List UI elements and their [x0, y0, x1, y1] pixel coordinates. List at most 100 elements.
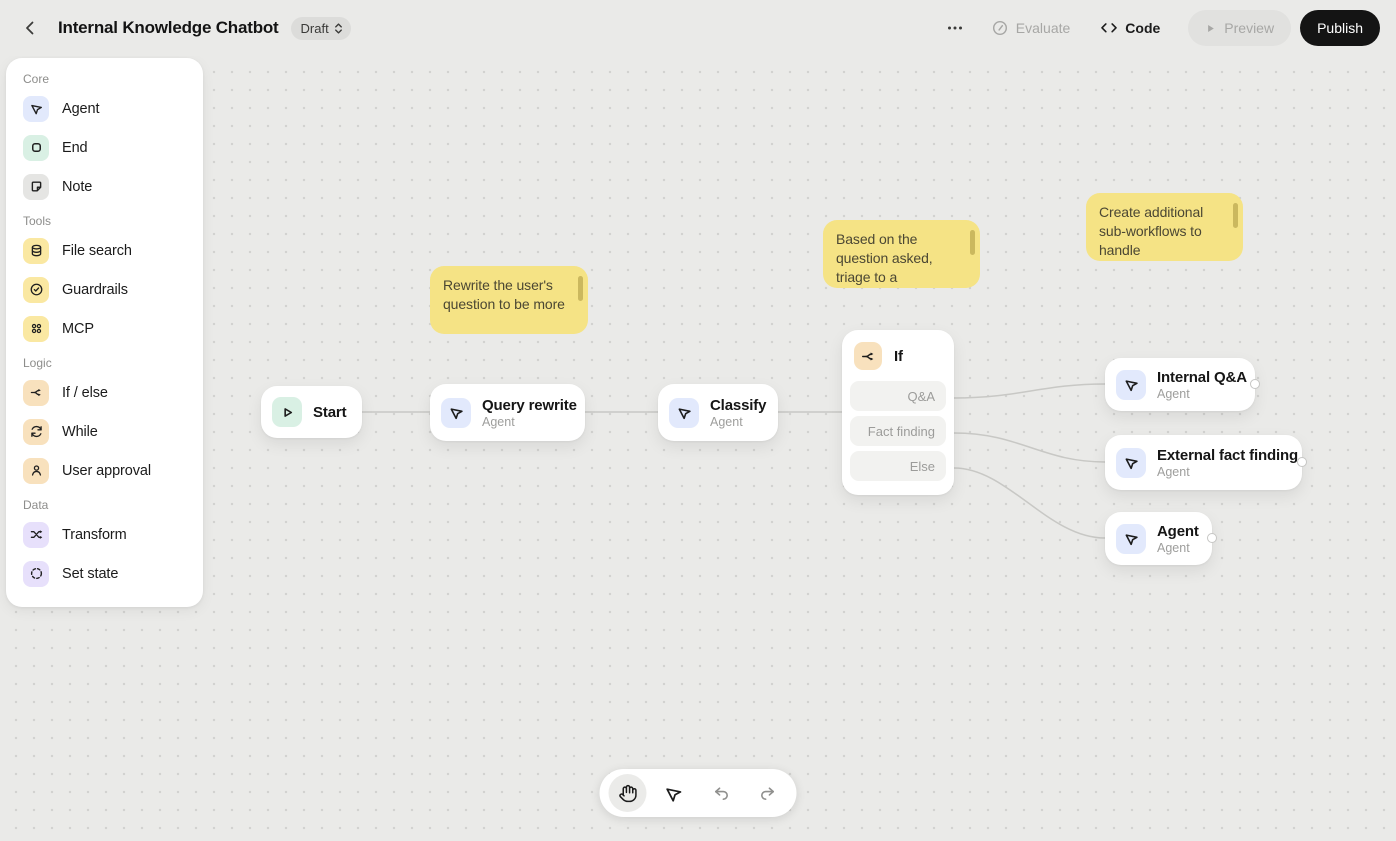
palette-item-if-else[interactable]: If / else [23, 373, 186, 412]
edge-else-agent [953, 467, 1106, 539]
palette-item-end[interactable]: End [23, 128, 186, 167]
undo-icon [712, 784, 731, 803]
node-query-rewrite[interactable]: Query rewrite Agent [430, 384, 585, 441]
end-icon [23, 134, 49, 161]
preview-button[interactable]: Preview [1188, 10, 1292, 46]
note-scrollbar [578, 276, 583, 301]
palette-item-label: File search [62, 242, 132, 259]
section-label: Core [23, 72, 50, 86]
palette-item-user-approval[interactable]: User approval [23, 451, 186, 490]
output-port[interactable] [1250, 378, 1260, 389]
palette-item-label: End [62, 139, 88, 156]
palette-item-label: Transform [62, 526, 127, 543]
palette-item-note[interactable]: Note [23, 167, 186, 206]
node-subtitle: Agent [1157, 540, 1190, 555]
node-title: Agent [1157, 522, 1199, 540]
if-branch-qa[interactable]: Q&A [850, 381, 946, 411]
node-subtitle: Agent [1157, 464, 1190, 479]
set-state-icon [23, 560, 49, 587]
canvas-toolbar [599, 769, 797, 817]
note-icon [23, 173, 49, 200]
redo-icon [759, 784, 778, 803]
select-tool-button[interactable] [651, 769, 698, 817]
select-cursor-icon [665, 784, 684, 803]
sticky-note[interactable]: Create additional sub-workflows to handl… [1086, 193, 1243, 261]
note-scrollbar [970, 230, 975, 255]
if-else-icon [854, 342, 882, 370]
edge-factfinding-external [953, 432, 1106, 463]
palette-item-guardrails[interactable]: Guardrails [23, 270, 186, 309]
transform-icon [23, 521, 49, 548]
publish-button[interactable]: Publish [1300, 10, 1380, 46]
section-label: Tools [23, 214, 52, 228]
section-label: Logic [23, 356, 52, 370]
status-badge-label: Draft [300, 20, 329, 36]
edge-qa-internal [953, 383, 1106, 399]
user-approval-icon [23, 457, 49, 484]
node-agent[interactable]: Agent Agent [1105, 512, 1217, 565]
ellipsis-icon [945, 18, 965, 38]
node-external-fact-finding[interactable]: External fact finding Agent [1105, 435, 1307, 490]
node-palette: Core Agent End Note Tools File search Gu… [6, 58, 203, 607]
undo-button[interactable] [698, 769, 745, 817]
hand-tool-button[interactable] [608, 774, 647, 812]
node-if[interactable]: If Q&A Fact finding Else [842, 330, 954, 495]
palette-item-label: Agent [62, 100, 100, 117]
palette-item-label: Guardrails [62, 281, 128, 298]
palette-item-label: User approval [62, 462, 151, 479]
hand-icon [618, 784, 637, 803]
node-subtitle: Agent [710, 414, 743, 429]
back-button[interactable] [16, 14, 44, 42]
start-icon [272, 397, 302, 427]
palette-item-transform[interactable]: Transform [23, 515, 186, 554]
node-title: External fact finding [1157, 446, 1299, 464]
page-title: Internal Knowledge Chatbot [58, 18, 279, 37]
more-options-button[interactable] [945, 18, 965, 38]
node-start[interactable]: Start [261, 386, 362, 438]
publish-label: Publish [1317, 20, 1363, 36]
palette-item-agent[interactable]: Agent [23, 89, 186, 128]
node-title: If [894, 347, 903, 365]
evaluate-button[interactable]: Evaluate [991, 19, 1070, 37]
code-button[interactable]: Code [1100, 19, 1160, 37]
code-label: Code [1125, 20, 1161, 36]
top-bar: Internal Knowledge Chatbot Draft Evaluat… [0, 0, 1396, 56]
output-port[interactable] [1207, 532, 1217, 543]
palette-item-mcp[interactable]: MCP [23, 309, 186, 348]
output-port[interactable] [1297, 456, 1307, 467]
node-title: Internal Q&A [1157, 368, 1247, 386]
evaluate-icon [991, 19, 1009, 37]
sticky-note[interactable]: Based on the question asked, triage to a [823, 220, 980, 288]
node-internal-qa[interactable]: Internal Q&A Agent [1105, 358, 1260, 411]
palette-item-set-state[interactable]: Set state [23, 554, 186, 593]
code-icon [1100, 19, 1118, 37]
play-icon [1205, 23, 1216, 34]
status-badge[interactable]: Draft [290, 16, 351, 40]
if-branch-else[interactable]: Else [850, 451, 946, 481]
sticky-note[interactable]: Rewrite the user's question to be more [430, 266, 588, 334]
palette-item-label: Set state [62, 565, 119, 582]
agent-icon [669, 397, 699, 428]
while-icon [23, 418, 49, 445]
if-branch-fact-finding[interactable]: Fact finding [850, 416, 946, 446]
evaluate-label: Evaluate [1015, 20, 1071, 36]
node-subtitle: Agent [1157, 386, 1190, 401]
sticky-note-text: Based on the question asked, triage to a [836, 231, 933, 285]
palette-item-label: If / else [62, 384, 108, 401]
palette-item-label: Note [62, 178, 93, 195]
agent-icon [1116, 369, 1146, 400]
agent-icon [1116, 447, 1146, 478]
node-title: Query rewrite [482, 396, 577, 414]
palette-item-file-search[interactable]: File search [23, 231, 186, 270]
note-scrollbar [1233, 203, 1238, 228]
chevron-updown-icon [333, 21, 344, 36]
mcp-icon [23, 315, 49, 342]
palette-item-while[interactable]: While [23, 412, 186, 451]
node-subtitle: Agent [482, 414, 515, 429]
node-title: Start [313, 403, 347, 421]
node-classify[interactable]: Classify Agent [658, 384, 778, 441]
redo-button[interactable] [745, 769, 792, 817]
sticky-note-text: Rewrite the user's question to be more [443, 277, 565, 312]
